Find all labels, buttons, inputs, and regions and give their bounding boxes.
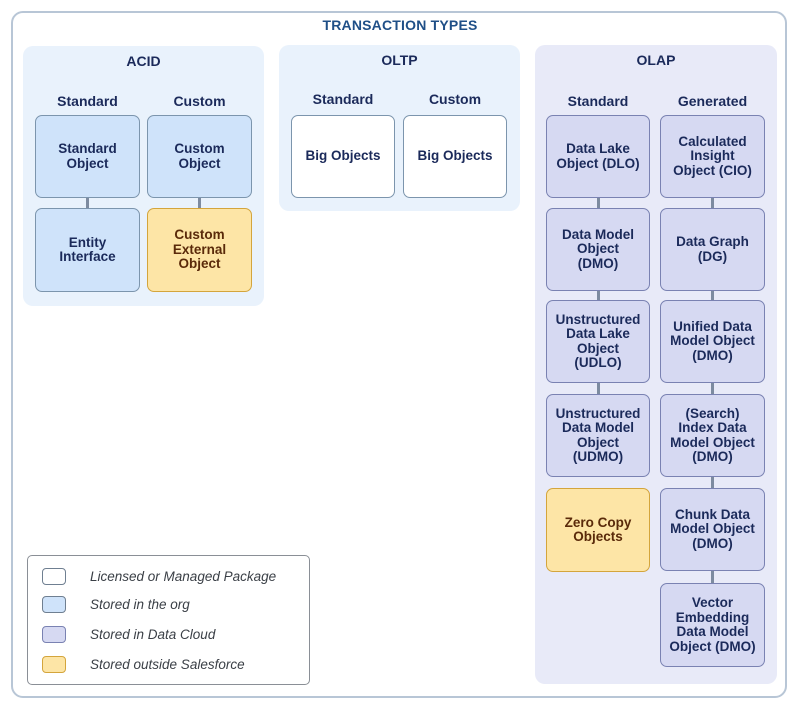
legend-label: Licensed or Managed Package — [90, 568, 277, 584]
olap-col-standard: Standard — [567, 93, 629, 109]
oltp-title: OLTP — [381, 52, 418, 68]
olap-col-generated: Generated — [677, 93, 748, 109]
connector — [711, 290, 714, 302]
legend-swatch-org — [42, 595, 66, 613]
connector — [597, 290, 600, 302]
legend-label: Stored in the org — [90, 596, 190, 612]
legend-item: Stored in the org — [42, 595, 190, 613]
legend-swatch-data-cloud — [42, 625, 66, 643]
data-graph-node: Data Graph(DG) — [660, 208, 765, 291]
oltp-col-custom: Custom — [428, 91, 482, 107]
connector — [86, 197, 89, 209]
legend-item: Licensed or Managed Package — [42, 567, 276, 585]
legend-label: Stored in Data Cloud — [90, 626, 216, 642]
acid-col-custom: Custom — [173, 93, 226, 109]
acid-col-standard: Standard — [57, 93, 118, 109]
connector — [711, 382, 714, 395]
connector — [597, 197, 600, 209]
olap-title: OLAP — [636, 52, 676, 68]
legend-swatch-package — [42, 567, 66, 585]
connector — [198, 197, 201, 209]
connector — [711, 570, 714, 584]
legend-swatch-outside — [42, 655, 66, 673]
connector — [711, 197, 714, 209]
legend-item: Stored outside Salesforce — [42, 655, 245, 673]
legend: Licensed or Managed Package Stored in th… — [27, 555, 310, 685]
oltp-col-standard: Standard — [312, 91, 374, 107]
big-objects-standard-node: Big Objects — [291, 115, 395, 198]
big-objects-custom-node: Big Objects — [403, 115, 507, 198]
legend-item: Stored in Data Cloud — [42, 625, 215, 643]
legend-label: Stored outside Salesforce — [90, 656, 245, 672]
connector — [711, 476, 714, 489]
connector — [597, 382, 600, 395]
acid-title: ACID — [126, 53, 161, 69]
diagram-title: TRANSACTION TYPES — [322, 17, 478, 33]
